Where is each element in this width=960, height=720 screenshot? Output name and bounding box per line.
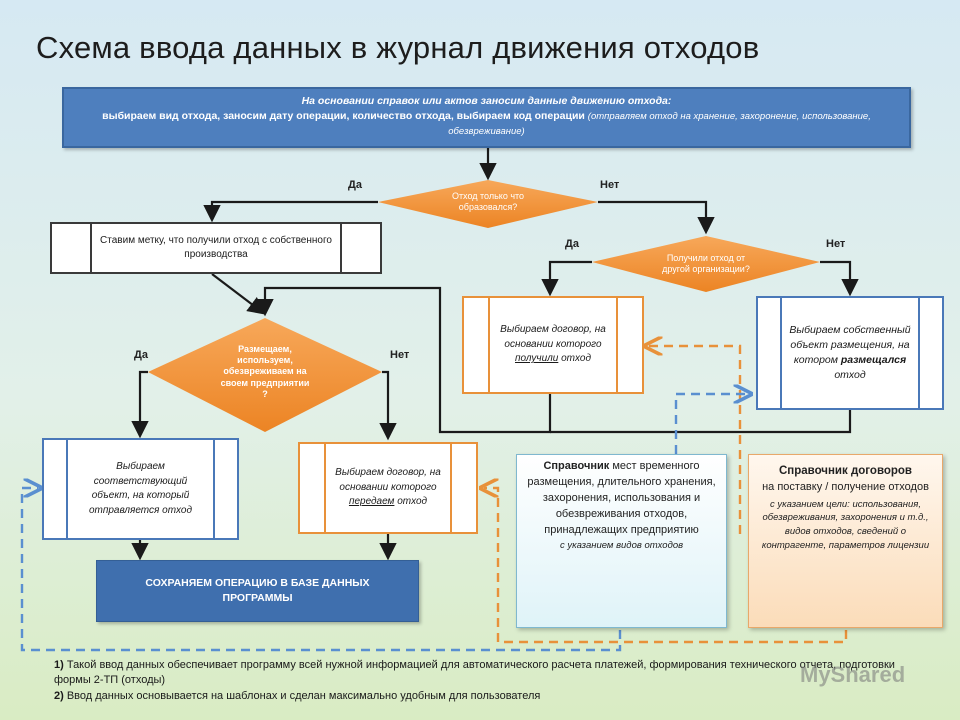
mark-own-production-text: Ставим метку, что получили отход с собст… (100, 234, 332, 261)
places-directory-box: Справочник мест временного размещения, д… (516, 454, 727, 628)
footnote-2: 2) Ввод данных основывается на шаблонах … (54, 689, 541, 702)
mark-own-production-box: Ставим метку, что получили отход с собст… (50, 222, 382, 274)
decision-1-label: Отход только что образовался? (451, 190, 525, 212)
decision-3-label: Размещаем, используем, обезвреживаем на … (220, 343, 310, 399)
places-directory-note: с указанием видов отходов (559, 539, 684, 551)
contract-transfer-box: Выбираем договор, на основании которого … (298, 442, 478, 534)
decision-diamond-3 (148, 318, 382, 432)
own-object-bold: размещался (840, 354, 907, 366)
contracts-directory-text: на поставку / получение отходов (762, 480, 929, 493)
contract-transfer-post: отход (397, 496, 428, 508)
places-directory-title: Справочник (543, 460, 610, 472)
contract-transfer-underlined: передаем (348, 496, 395, 508)
decision-1-yes: Да (348, 179, 362, 191)
contracts-directory-note: с указанием цели: использования, обезвре… (761, 498, 930, 551)
own-object-post: отход (834, 369, 866, 382)
own-object-box: Выбираем собственный объект размещения, … (756, 296, 944, 410)
contract-received-box: Выбираем договор, на основании которого … (462, 296, 644, 394)
input-instructions-box: На основании справок или актов заносим д… (62, 87, 911, 148)
decision-2-no: Нет (826, 238, 846, 250)
corresponding-object-box: Выбираем соответствующий объект, на кото… (42, 438, 239, 540)
input-instructions-note: (отправляем отход на хранение, захоронен… (448, 111, 871, 138)
decision-3-no: Нет (390, 349, 410, 361)
decision-2-label: Получили отход от другой организации? (662, 252, 750, 274)
page-title: Схема ввода данных в журнал движения отх… (36, 30, 760, 65)
contracts-directory-title: Справочник договоров (778, 465, 913, 477)
footnote-1: 1) Такой ввод данных обеспечивает програ… (54, 659, 895, 687)
save-operation-text: СОХРАНЯЕМ ОПЕРАЦИЮ В БАЗЕ ДАННЫХ ПРОГРАМ… (145, 576, 370, 604)
save-operation-box: СОХРАНЯЕМ ОПЕРАЦИЮ В БАЗЕ ДАННЫХ ПРОГРАМ… (96, 560, 419, 622)
decision-diamond-1 (378, 180, 598, 228)
contract-received-underlined: получили (515, 353, 559, 365)
contract-transfer-text: Выбираем договор, на основании которого (335, 467, 441, 493)
footnotes: 1) Такой ввод данных обеспечивает програ… (54, 658, 904, 704)
decision-diamond-2 (592, 236, 820, 292)
corresponding-object-text: Выбираем соответствующий объект, на кото… (88, 461, 193, 516)
contracts-directory-box: Справочник договоров на поставку / получ… (748, 454, 943, 628)
input-instructions-line1: На основании справок или актов заносим д… (301, 95, 672, 107)
decision-3-yes: Да (134, 349, 148, 361)
places-directory-text: мест временного размещения, длительного … (527, 460, 716, 536)
watermark-logo: MyShared (800, 662, 906, 687)
contract-received-text: Выбираем договор, на основании которого (500, 324, 606, 350)
own-object-text: Выбираем собственный объект размещения, … (789, 323, 911, 366)
decision-1-no: Нет (600, 179, 620, 191)
decision-2-yes: Да (565, 238, 579, 250)
input-instructions-line2: выбираем вид отхода, заносим дату операц… (102, 110, 585, 123)
contract-received-post: отход (561, 353, 591, 365)
